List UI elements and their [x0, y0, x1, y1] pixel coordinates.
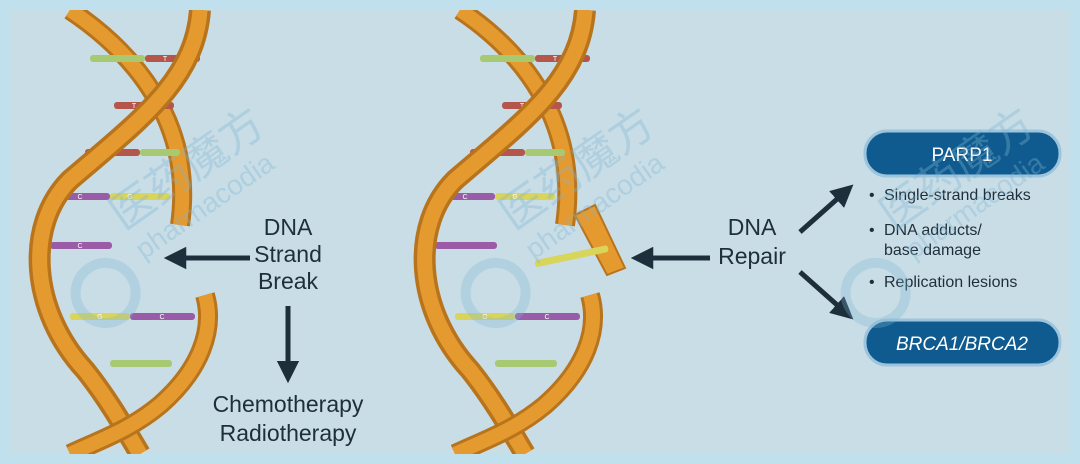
treatment-radiotherapy: Radiotherapy [220, 420, 357, 446]
watermark-logo-icon [460, 257, 531, 328]
svg-text:T: T [163, 56, 168, 63]
svg-text:•: • [869, 222, 875, 239]
repair-fragment [534, 203, 627, 277]
svg-text:C: C [159, 314, 164, 321]
parp1-label: PARP1 [932, 145, 993, 166]
break-label-line3: Break [258, 268, 319, 294]
target-single-strand-breaks: Single-strand breaks [884, 187, 1031, 204]
target-replication-lesions: Replication lesions [884, 274, 1017, 291]
parp1-pill: PARP1 [863, 129, 1062, 178]
svg-text:G: G [482, 314, 487, 321]
svg-text:•: • [869, 274, 875, 291]
svg-text:G: G [512, 194, 517, 201]
brca-label: BRCA1/BRCA2 [896, 334, 1028, 355]
svg-text:T: T [132, 103, 137, 110]
watermark-logo-icon [70, 257, 141, 328]
svg-text:G: G [127, 194, 132, 201]
break-label-line1: DNA [264, 214, 313, 240]
arrow-to-brca [798, 270, 854, 320]
svg-text:C: C [544, 314, 549, 321]
svg-text:C: C [462, 194, 467, 201]
target-dna-adducts: DNA adducts/ [884, 222, 982, 239]
target-base-damage: base damage [884, 242, 981, 259]
parp1-target-list: • Single-strand breaks • DNA adducts/ ba… [869, 187, 1031, 291]
svg-text:G: G [97, 314, 102, 321]
watermark-logo-icon [840, 257, 911, 328]
dna-repair-label: DNA Repair [718, 214, 786, 269]
strand-break-label: DNA Strand Break [254, 214, 322, 294]
svg-text:C: C [77, 243, 82, 250]
svg-text:•: • [869, 187, 875, 204]
svg-text:C: C [77, 194, 82, 201]
treatment-chemotherapy: Chemotherapy [213, 391, 364, 417]
svg-text:T: T [553, 56, 558, 63]
repair-label-line2: Repair [718, 243, 786, 269]
arrow-to-parp1 [798, 184, 854, 234]
brca-pill: BRCA1/BRCA2 [863, 318, 1062, 367]
break-label-line2: Strand [254, 241, 322, 267]
repair-label-line1: DNA [728, 214, 777, 240]
treatment-labels: Chemotherapy Radiotherapy [213, 391, 364, 446]
